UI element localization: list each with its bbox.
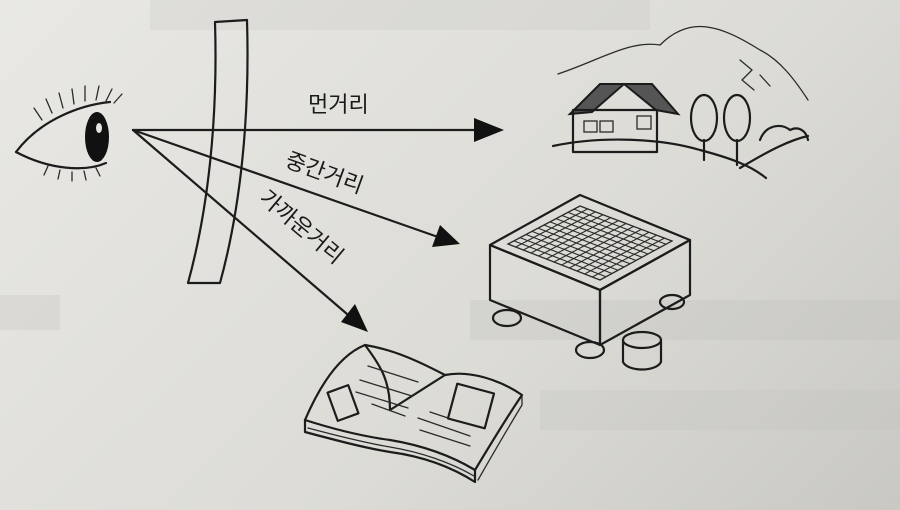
open-book-illustration	[303, 343, 524, 484]
far-distance-label: 먼거리	[308, 93, 369, 118]
house-landscape-illustration	[551, 25, 810, 180]
go-board-grid-line	[573, 208, 667, 245]
go-stone-bowl	[621, 330, 663, 371]
eye-icon	[14, 85, 123, 182]
go-board-illustration	[488, 193, 692, 371]
go-board-grid	[513, 208, 667, 278]
go-board-grid-line	[555, 218, 649, 255]
far-ray-arrow	[131, 118, 504, 142]
go-board-grid-line	[549, 221, 643, 258]
lens-shape	[186, 18, 249, 285]
go-board-grid-line	[592, 237, 665, 278]
near-ray-arrow	[131, 128, 368, 332]
go-board-grid-line	[584, 234, 657, 275]
bleed-through-background	[0, 0, 900, 430]
middle-ray-arrow	[131, 128, 460, 247]
go-board-grid-line	[567, 211, 661, 249]
near-distance-label: 가까운거리	[254, 185, 348, 269]
middle-distance-label: 중간거리	[282, 148, 367, 199]
